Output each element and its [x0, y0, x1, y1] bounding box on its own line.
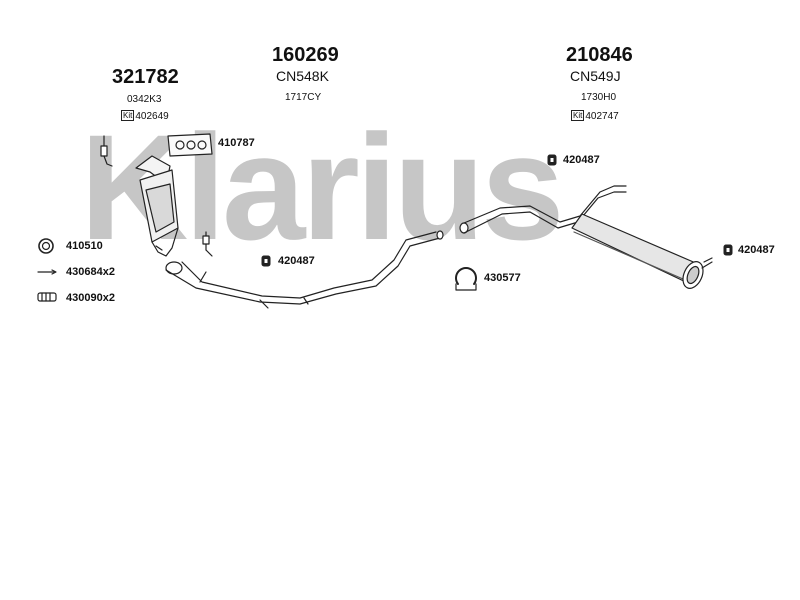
part-number-210846: 210846 — [566, 44, 633, 66]
part-code-1717cy: 1717CY — [285, 92, 322, 103]
label-mount-420487-top: 420487 — [563, 154, 600, 166]
front-pipe-icon — [165, 230, 444, 309]
kit-badge: Kit — [121, 110, 135, 121]
label-ring-410510: 410510 — [66, 240, 103, 252]
part-name-cn548k: CN548K — [276, 68, 329, 84]
kit-badge: Kit — [571, 110, 585, 121]
label-gasket-410787: 410787 — [218, 137, 255, 149]
label-bolt-430684x2: 430684x2 — [66, 266, 115, 278]
part-number-160269: 160269 — [272, 44, 339, 66]
rubber-mount-icon — [723, 244, 733, 256]
part-number-321782: 321782 — [112, 66, 179, 88]
part-code-0342k3: 0342K3 — [127, 94, 162, 105]
label-mount-420487-left: 420487 — [278, 255, 315, 267]
spring-icon — [37, 292, 57, 302]
pipe-sensor-icon — [202, 231, 213, 257]
rubber-mount-icon — [547, 154, 557, 166]
bolt-icon — [37, 269, 57, 275]
part-name-cn549j: CN549J — [570, 68, 621, 84]
kit-number: 402649 — [135, 111, 169, 122]
label-spring-430090x2: 430090x2 — [66, 292, 115, 304]
part-code-1730h0: 1730H0 — [581, 92, 617, 103]
lambda-sensor-icon — [100, 135, 113, 167]
ring-icon — [38, 238, 54, 254]
kit-number: 402747 — [585, 111, 619, 122]
catalytic-converter-icon — [135, 155, 179, 257]
label-clamp-430577: 430577 — [484, 272, 521, 284]
gasket-icon — [167, 133, 213, 157]
label-mount-420487-right: 420487 — [738, 244, 775, 256]
rear-muffler-icon — [459, 185, 713, 289]
clamp-icon — [455, 267, 477, 291]
rubber-mount-icon — [261, 255, 271, 267]
